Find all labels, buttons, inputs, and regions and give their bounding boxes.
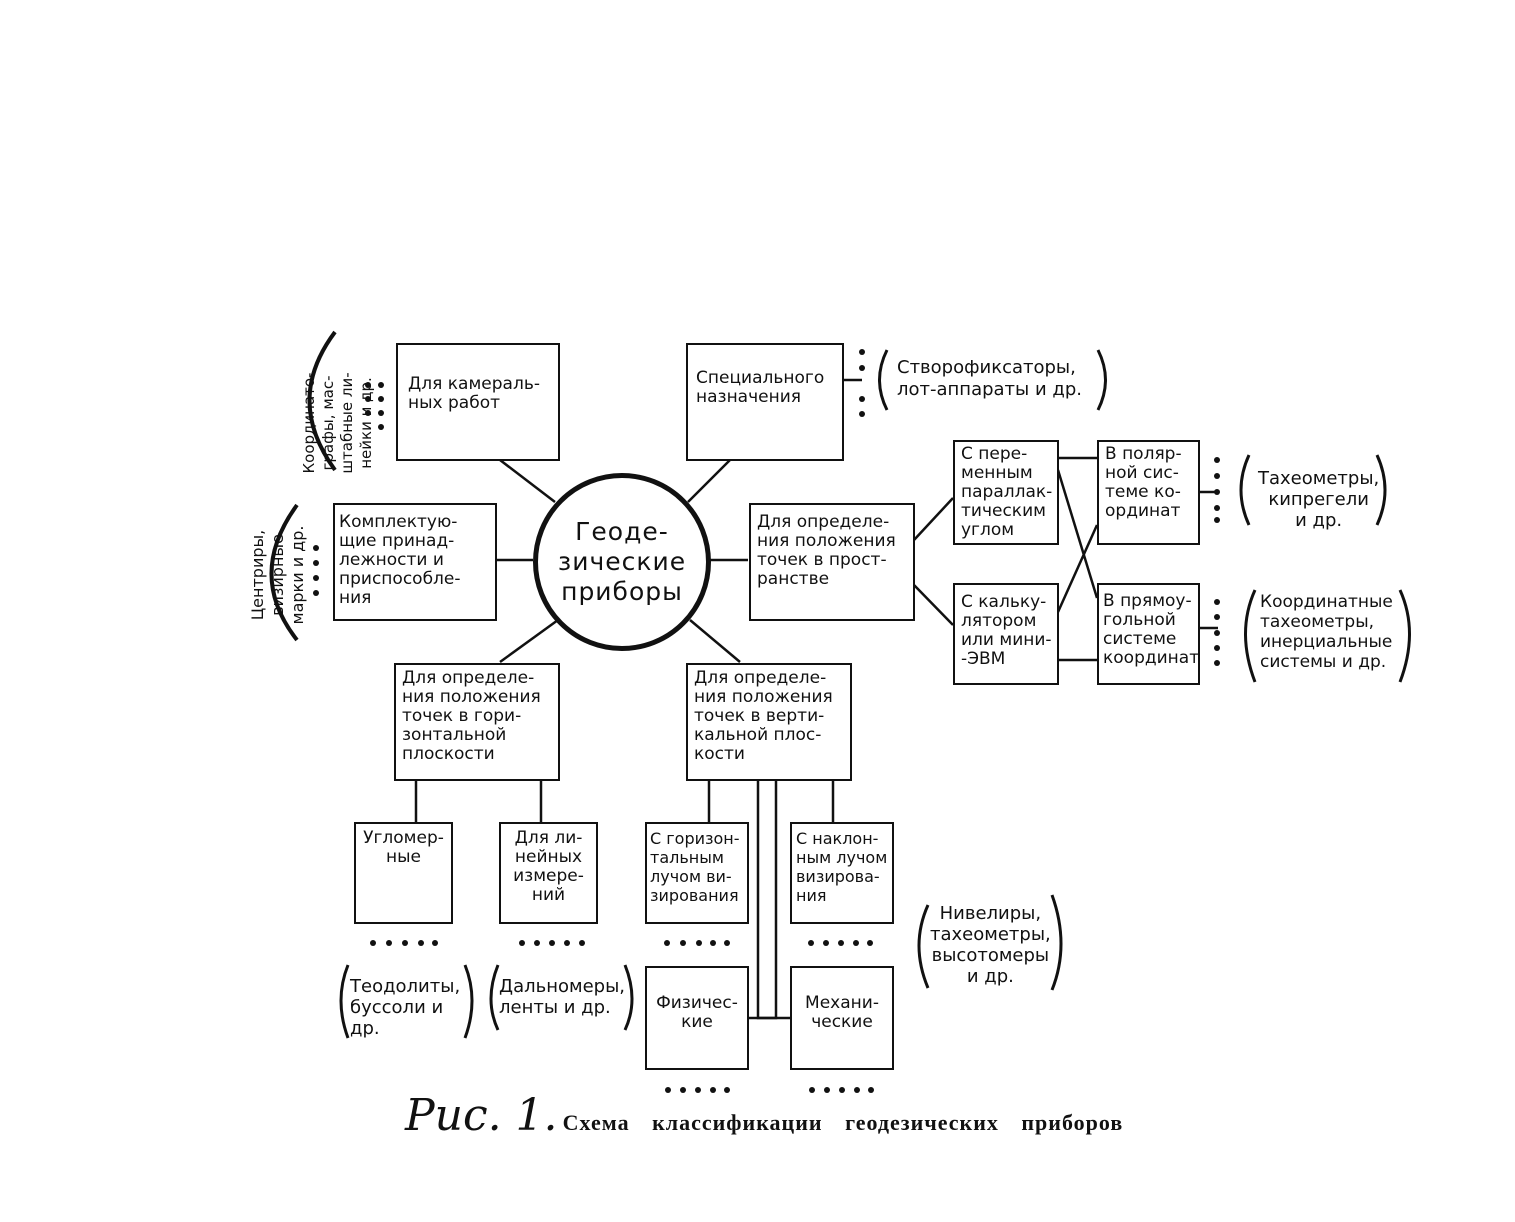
box-polar-coordinates: В поляр- ной сис- теме ко- ординат [1097,440,1200,545]
figure-number: Рис. 1. [405,1090,558,1141]
box-horizontal-beam: С горизон- тальным лучом ви- зирования [645,822,749,924]
box-cameral-works: Для камераль- ных работ [396,343,560,461]
box-special-purpose: Специального назначения [686,343,844,461]
box-calculator: С кальку- лятором или мини- -ЭВМ [953,583,1059,685]
box-linear-measurements: Для ли- нейных измере- ний [499,822,598,924]
geodetic-instruments-center: Геоде- зические приборы [533,473,711,651]
box-inclined-beam: С наклон- ным лучом визирова- ния [790,822,894,924]
note-vertical-examples: Нивелиры, тахеометры, высотомеры и др. [930,903,1051,987]
note-rect-examples: Координатные тахеометры, инерциальные си… [1260,592,1393,672]
note-cameral-examples: Координато- графы, мас- штабные ли- нейк… [300,372,375,474]
box-rectangular-coordinates: В прямоу- гольной системе координат [1097,583,1200,685]
box-accessories: Комплектую- щие принад- лежности и присп… [333,503,497,621]
figure-caption: Рис. 1. Схема классификации геодезически… [405,1090,1123,1141]
note-linear-examples: Дальномеры, ленты и др. [499,976,625,1018]
box-goniometric: Угломер- ные [354,822,453,924]
box-vertical-plane: Для определе- ния положения точек в верт… [686,663,852,781]
box-physical: Физичес- кие [645,966,749,1070]
note-polar-examples: Тахеометры, кипрегели и др. [1258,468,1380,531]
box-horizontal-plane: Для определе- ния положения точек в гори… [394,663,560,781]
box-variable-parallax: С пере- менным параллак- тическим углом [953,440,1059,545]
note-goniometric-examples: Теодолиты, буссоли и др. [350,976,461,1039]
note-accessories-examples: Центриры, визирные марки и др. [248,525,307,625]
figure-title: Схема классификации геодезических прибор… [562,1110,1124,1135]
box-mechanical: Механи- ческие [790,966,894,1070]
note-special-examples: Створофиксаторы, лот-аппараты и др. [897,357,1082,400]
box-space-positioning: Для определе- ния положения точек в прос… [749,503,915,621]
